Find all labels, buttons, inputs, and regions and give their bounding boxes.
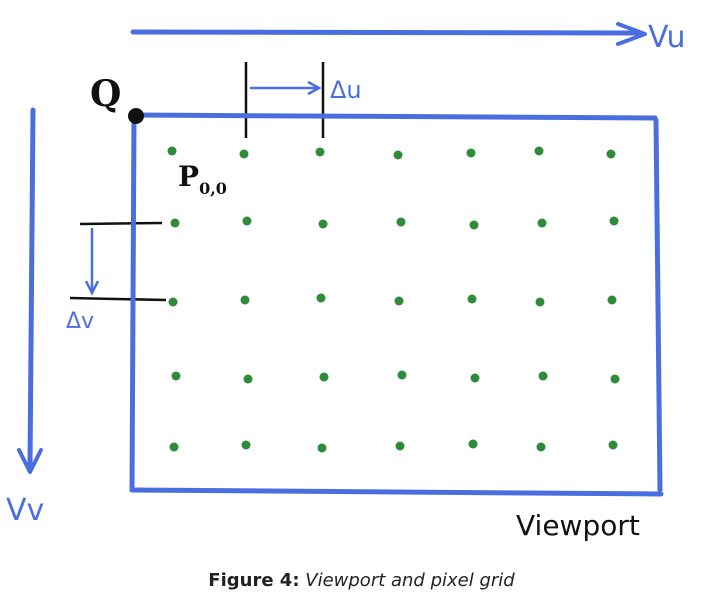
p00-subscript: 0,0 bbox=[199, 179, 227, 198]
p00-main: P bbox=[178, 160, 199, 193]
vv-label: Vv bbox=[6, 493, 44, 528]
pixel-dot bbox=[606, 149, 616, 159]
pixel-dot bbox=[397, 370, 407, 380]
pixel-dot bbox=[469, 220, 479, 230]
delta-v-marker bbox=[69, 221, 167, 302]
pixel-dot bbox=[171, 371, 181, 381]
delta-u-label: Δu bbox=[330, 76, 362, 104]
pixel-dot bbox=[466, 148, 476, 158]
pixel-dot bbox=[395, 441, 405, 451]
figure-caption: Figure 4: Viewport and pixel grid bbox=[0, 570, 723, 591]
pixel-dot bbox=[240, 295, 250, 305]
pixel-dot bbox=[396, 217, 406, 227]
p00-label: P0,0 bbox=[178, 160, 227, 198]
pixel-dot bbox=[535, 297, 545, 307]
pixel-dot bbox=[241, 440, 251, 450]
pixel-dot bbox=[315, 147, 325, 157]
pixel-dot bbox=[470, 373, 480, 383]
pixel-dot bbox=[243, 374, 253, 384]
pixel-dot bbox=[317, 443, 327, 453]
q-label: Q bbox=[90, 73, 121, 115]
pixel-dot bbox=[242, 216, 252, 226]
pixel-dot bbox=[534, 146, 544, 156]
pixel-dot bbox=[537, 218, 547, 228]
pixel-dot bbox=[170, 218, 180, 228]
vu-label: Vu bbox=[648, 20, 686, 55]
pixel-dot bbox=[538, 371, 548, 381]
pixel-dot bbox=[167, 146, 177, 156]
caption-figure-number: Figure 4: bbox=[208, 570, 300, 591]
pixel-dot bbox=[316, 293, 326, 303]
pixel-dot bbox=[468, 439, 478, 449]
q-point bbox=[128, 108, 144, 124]
caption-text: Viewport and pixel grid bbox=[305, 570, 515, 591]
pixel-grid bbox=[167, 146, 620, 453]
pixel-dot bbox=[168, 297, 178, 307]
viewport-label: Viewport bbox=[516, 509, 640, 542]
pixel-dot bbox=[467, 294, 477, 304]
pixel-dot bbox=[610, 374, 620, 384]
viewport-diagram: Vu Vv Δu Δv Q P0,0 Viewport bbox=[6, 20, 686, 542]
delta-v-label: Δv bbox=[66, 309, 94, 334]
pixel-dot bbox=[318, 219, 328, 229]
delta-u-marker bbox=[244, 62, 325, 138]
pixel-dot bbox=[169, 442, 179, 452]
pixel-dot bbox=[536, 442, 546, 452]
pixel-dot bbox=[393, 150, 403, 160]
viewport-rectangle bbox=[129, 112, 664, 497]
pixel-dot bbox=[608, 440, 618, 450]
vu-arrow bbox=[130, 22, 647, 46]
vv-arrow bbox=[17, 107, 43, 474]
pixel-dot bbox=[319, 372, 329, 382]
pixel-dot bbox=[609, 216, 619, 226]
pixel-dot bbox=[394, 296, 404, 306]
pixel-dot bbox=[239, 149, 249, 159]
pixel-dot bbox=[607, 295, 617, 305]
